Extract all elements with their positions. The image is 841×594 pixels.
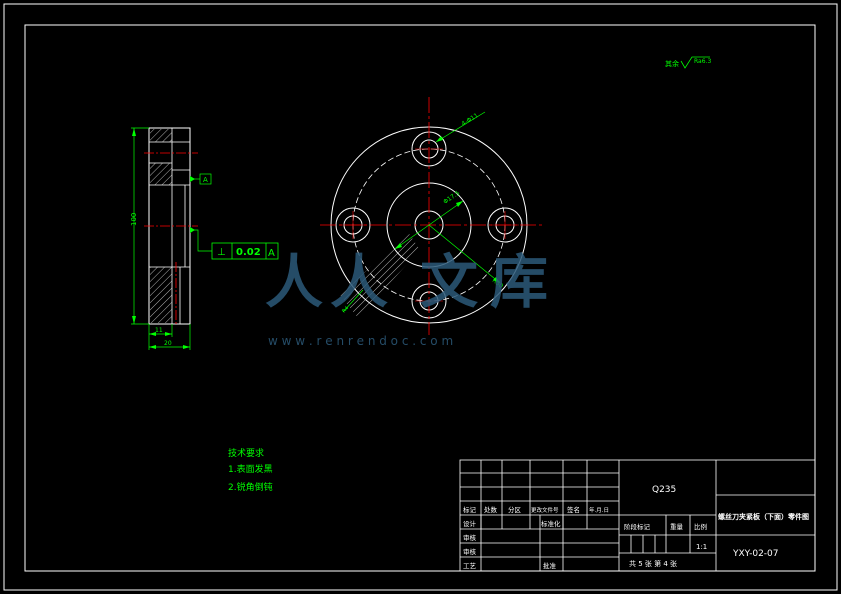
roughness-symbol-icon [680,56,710,69]
outer-border [3,3,838,591]
watermark-letter-1: 人 [265,248,323,316]
datum-label: A [203,176,208,184]
tech-title: 技术要求 [228,447,264,459]
tech-item-2: 2.锐角倒钝 [228,481,273,493]
inner-border [24,24,816,572]
hatch-lower [150,267,172,323]
tech-requirements: 技术要求 1.表面发黑 2.锐角倒钝 [228,447,273,493]
perpendicularity-icon: ⊥ [217,247,226,258]
hatch-upper [150,163,172,185]
header-zone: 分区 [508,505,522,514]
tech-item-1: 1.表面发黑 [228,463,273,475]
title-block-frame [459,459,816,572]
title-block [459,459,816,572]
part-name: 螺丝刀夹紧板（下面）零件图 [718,512,809,521]
header-mark: 标记 [463,505,477,514]
drawing-number: YXY-02-07 [732,549,779,559]
watermark-letter-3: 文 [420,248,478,316]
roughness-mark: 其余 Ra6.3 [665,56,711,69]
design-label: 设计 [463,519,477,528]
craft-label: 工艺 [463,562,477,570]
stage-mark-label: 阶段标记 [624,522,651,531]
watermark-url: w w w . r e n r e n d o c . c o m [268,334,453,348]
width-dimension-outer: 20 [164,340,172,347]
header-date: 年.月.日 [589,506,609,514]
tolerance-value: 0.02 [236,247,261,258]
weight-label: 重量 [670,523,684,531]
sheet-info: 共 5 张 第 4 张 [629,559,677,568]
datum-box [199,173,212,185]
roughness-label: 其余 [665,59,679,68]
header-signature: 签名 [567,505,580,514]
width-dimension-inner: 11 [155,327,163,334]
tolerance-frame [211,242,279,260]
title-block-text: Q235 螺丝刀夹紧板（下面）零件图 YXY-02-07 标记 处数 分区 更改… [463,485,809,570]
watermark-letter-2: 人 [330,248,388,316]
tolerance-datum: A [268,248,275,259]
side-view: 100 11 20 A ⊥ 0.02 A [130,127,279,350]
check-label: 审核 [463,533,477,542]
header-change-doc: 更改文件号 [531,506,559,514]
scale-label: 比例 [694,522,707,531]
approve-label: 批准 [543,561,557,570]
roughness-value: Ra6.3 [694,58,711,65]
hatch-top [150,129,172,142]
standardize-label: 标准化 [541,519,561,528]
watermark: 人 人 文 库 w w w . r e n r e n d o c . c o … [265,248,548,348]
chamfer-dimension: R4 [341,305,350,314]
header-count: 处数 [484,505,498,514]
material-label: Q235 [652,485,676,495]
height-dimension-value: 100 [130,213,138,226]
watermark-letter-4: 库 [490,248,548,316]
scale-value: 1:1 [696,543,707,551]
hole-dimension: 4-Φ11 [460,112,479,128]
audit-label: 审核 [463,547,477,556]
